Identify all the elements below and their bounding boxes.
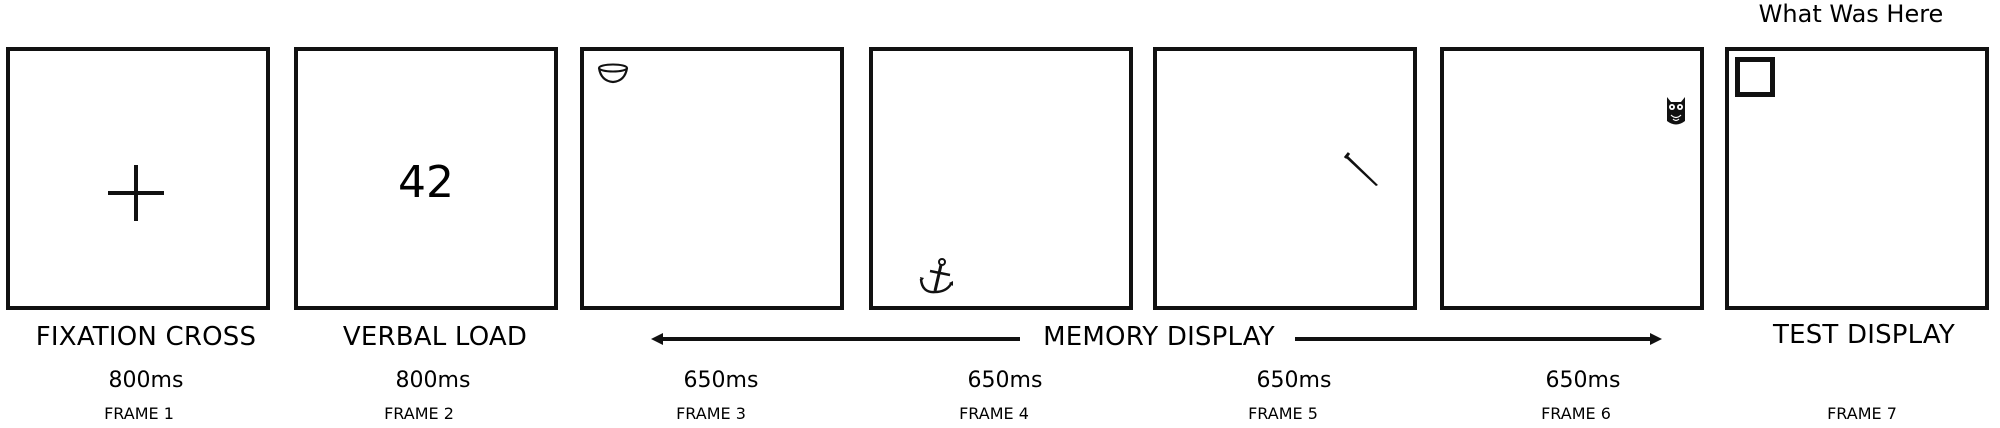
timing-frame-5: 650ms bbox=[1256, 368, 1332, 393]
frame-number-7: FRAME 7 bbox=[1827, 404, 1897, 423]
frame-5-panel bbox=[1153, 47, 1417, 310]
frame-1-panel bbox=[6, 47, 270, 310]
frame-7-panel bbox=[1725, 47, 1989, 310]
frame-number-2: FRAME 2 bbox=[384, 404, 454, 423]
timing-frame-2: 800ms bbox=[395, 368, 471, 393]
nail-icon bbox=[1343, 152, 1378, 186]
anchor-icon bbox=[919, 258, 953, 294]
frame-number-6: FRAME 6 bbox=[1541, 404, 1611, 423]
bowl-icon bbox=[597, 63, 629, 84]
frame-number-3: FRAME 3 bbox=[676, 404, 746, 423]
frame-4-panel bbox=[869, 47, 1133, 310]
stage-label-memory-display: MEMORY DISPLAY bbox=[1043, 322, 1275, 352]
owl-icon bbox=[1667, 97, 1685, 125]
stage-label-verbal-load: VERBAL LOAD bbox=[342, 322, 528, 352]
timing-frame-1: 800ms bbox=[108, 368, 184, 393]
frame-number-4: FRAME 4 bbox=[959, 404, 1029, 423]
frame-6-panel bbox=[1440, 47, 1704, 310]
frame-2-panel: 42 bbox=[294, 47, 558, 310]
stage-label-fixation-cross: FIXATION CROSS bbox=[35, 322, 257, 352]
frame-number-5: FRAME 5 bbox=[1248, 404, 1318, 423]
timing-frame-4: 650ms bbox=[967, 368, 1043, 393]
square-probe-icon bbox=[1735, 57, 1775, 97]
frame-3-panel bbox=[580, 47, 844, 310]
verbal-load-number: 42 bbox=[398, 157, 454, 208]
test-prompt: What Was Here bbox=[1758, 0, 1944, 28]
frame-number-1: FRAME 1 bbox=[104, 404, 174, 423]
fixation-cross-icon bbox=[108, 165, 164, 221]
stage-label-test-display: TEST DISPLAY bbox=[1773, 320, 1955, 350]
memory-display-right-arrow bbox=[1295, 333, 1662, 345]
timing-frame-3: 650ms bbox=[683, 368, 759, 393]
memory-display-left-arrow bbox=[651, 333, 1020, 345]
timing-frame-6: 650ms bbox=[1545, 368, 1621, 393]
